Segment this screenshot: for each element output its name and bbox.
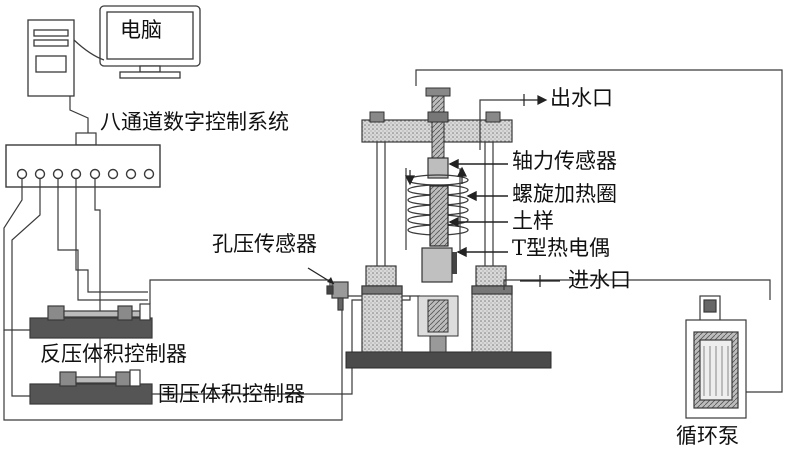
- lower-supports: [361, 265, 513, 353]
- soil-sample: [429, 185, 449, 247]
- lower-piston: [417, 295, 459, 353]
- label-water-outlet: 出水口: [550, 86, 613, 110]
- controller-wires: [3, 178, 343, 421]
- label-axial-sensor: 轴力传感器: [512, 149, 617, 173]
- label-back-pressure-controller: 反压体积控制器: [40, 342, 187, 366]
- confining-pressure-controller: [29, 369, 153, 405]
- label-confining-pressure-controller: 围压体积控制器: [158, 382, 305, 406]
- label-computer: 电脑: [120, 18, 162, 42]
- t-thermocouple: [452, 252, 457, 274]
- controller-box: [5, 132, 161, 188]
- cable-pc-monitor: [73, 39, 105, 61]
- leader-lines: [448, 158, 508, 258]
- label-soil-sample: 土样: [512, 209, 554, 233]
- axial-force-sensor: [427, 157, 449, 179]
- label-water-inlet: 进水口: [568, 268, 631, 292]
- flow-arrows: [405, 94, 560, 287]
- pore-pressure-sensor: [326, 281, 349, 311]
- label-control-system: 八通道数字控制系统: [100, 110, 289, 134]
- loading-screw: [425, 87, 451, 159]
- label-thermocouple: T型热电偶: [512, 236, 611, 260]
- pedestal: [421, 247, 453, 283]
- cable-pc-controller: [69, 96, 89, 140]
- monitor: [99, 5, 201, 79]
- water-lines: [405, 69, 783, 393]
- label-circulation-pump: 循环泵: [676, 424, 739, 448]
- circulation-pump: [685, 295, 747, 419]
- back-pressure-controller: [29, 303, 153, 339]
- base-plate: [345, 351, 552, 369]
- computer-tower: [27, 19, 75, 97]
- label-spiral-coil: 螺旋加热圈: [512, 182, 617, 206]
- label-pore-sensor: 孔压传感器: [212, 232, 317, 256]
